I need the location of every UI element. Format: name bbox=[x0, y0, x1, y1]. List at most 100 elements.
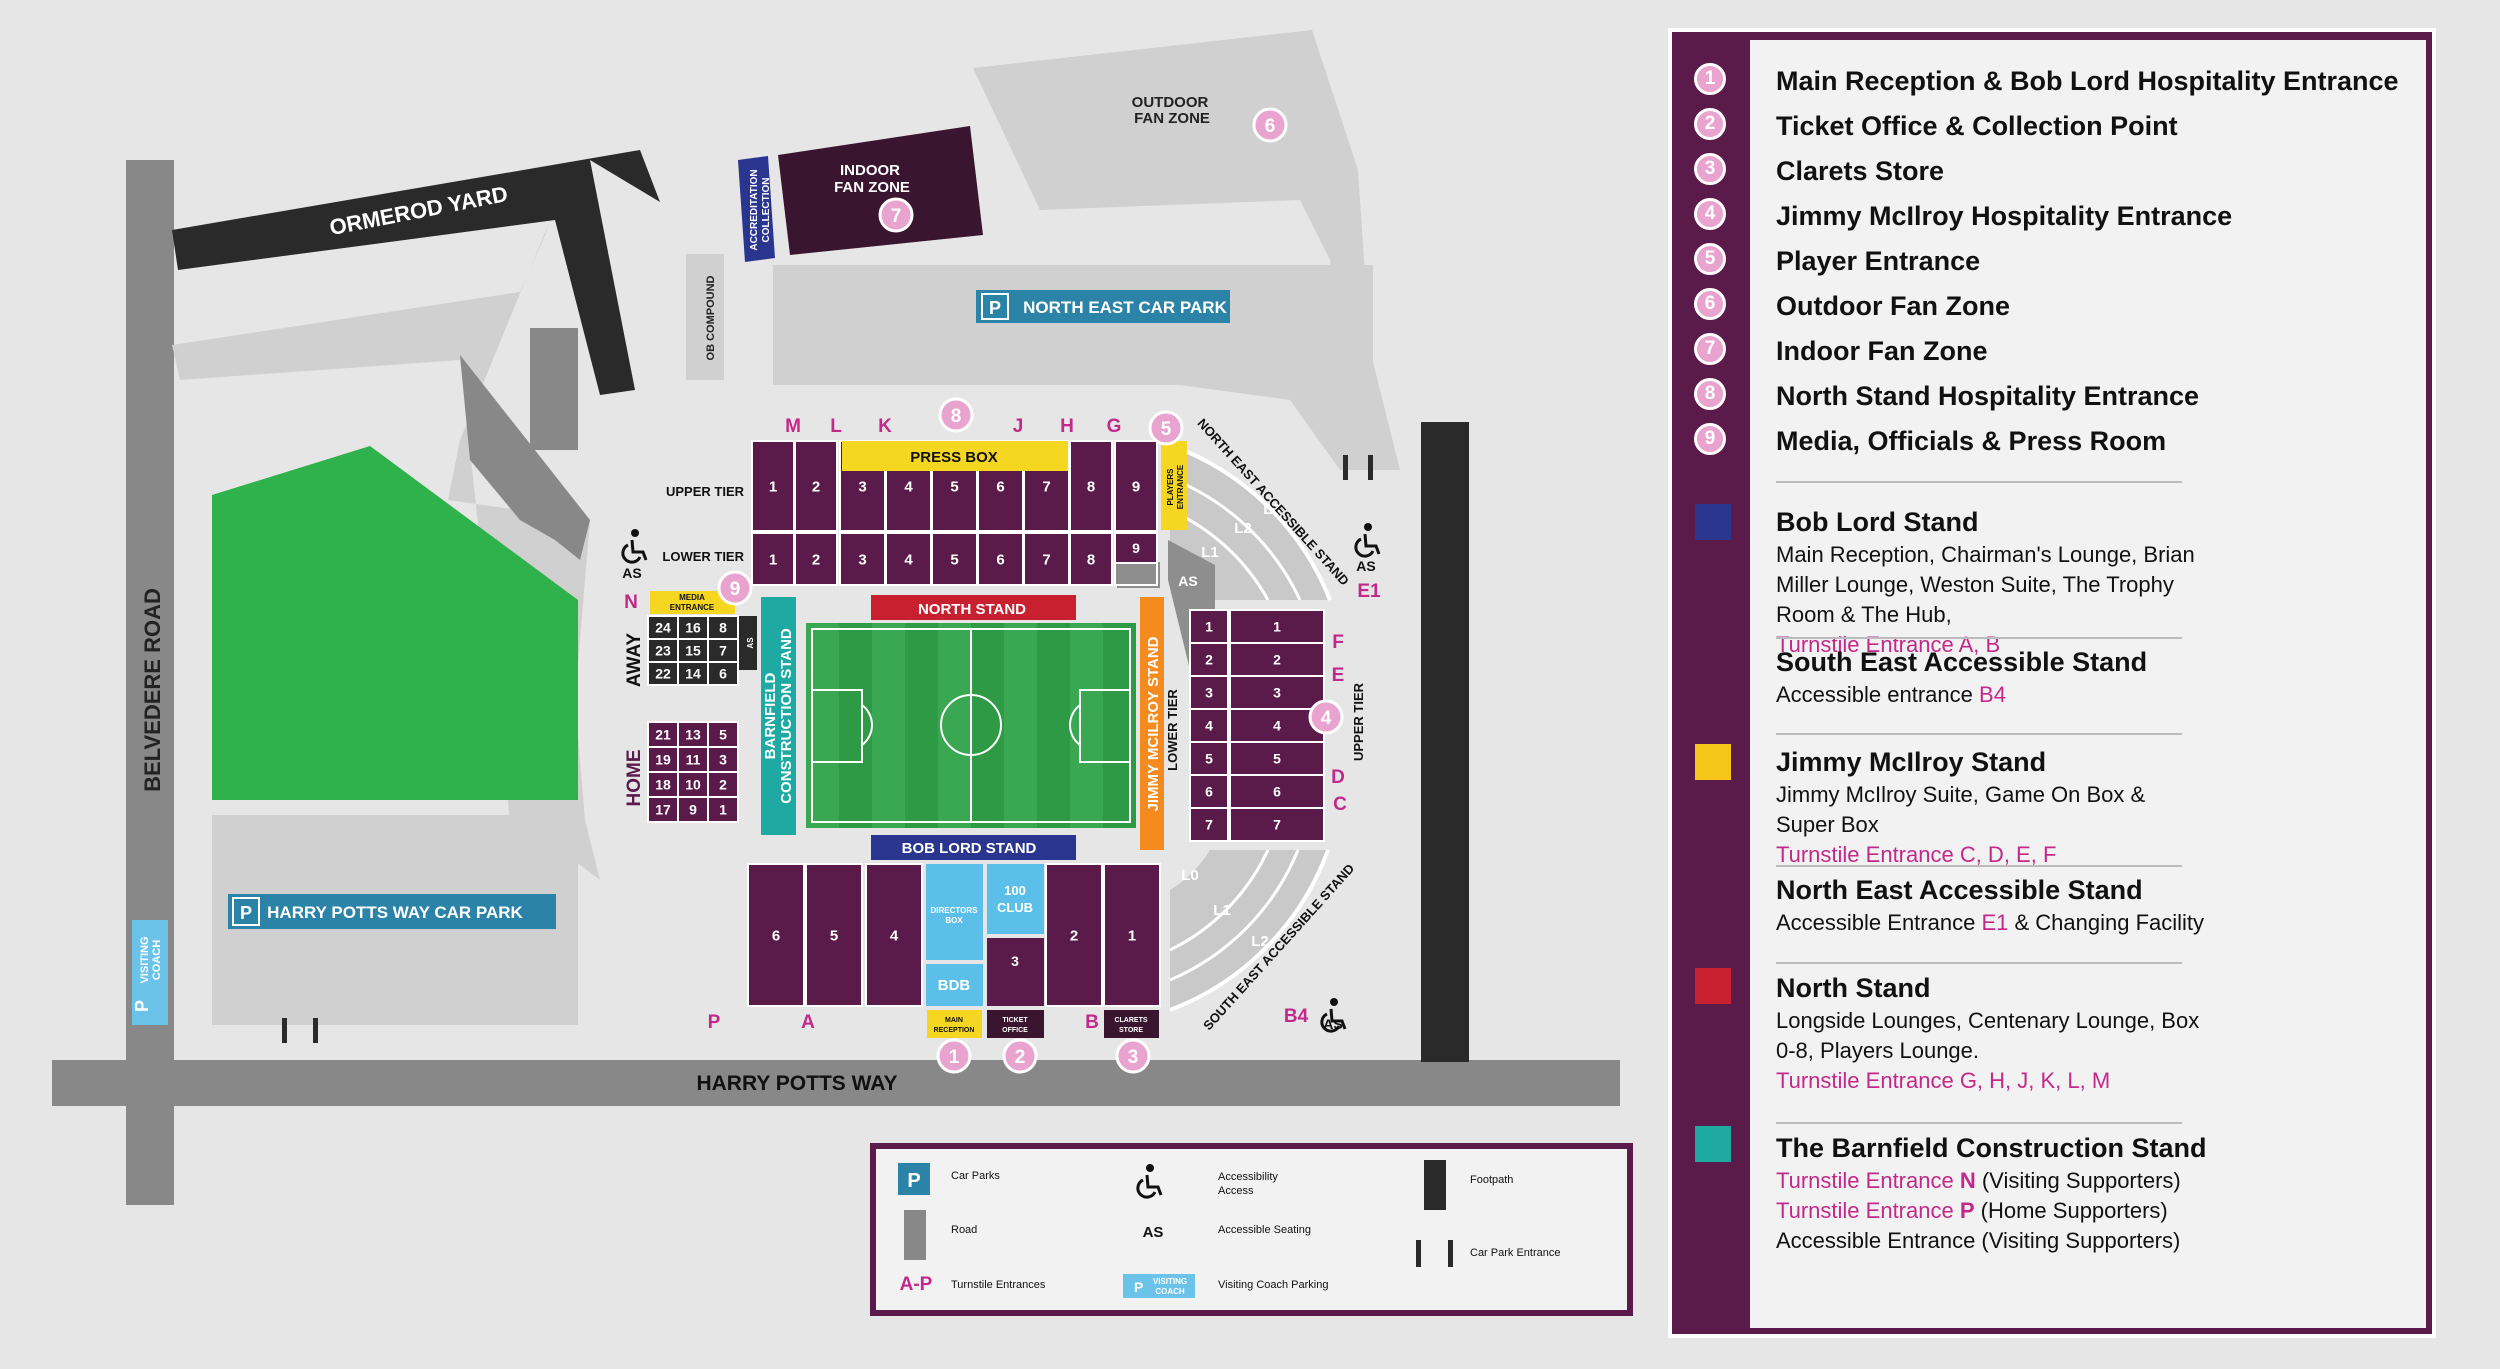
svg-text:1: 1 bbox=[719, 802, 727, 818]
barnfield-construction-stand bbox=[761, 597, 796, 835]
ob-compound bbox=[686, 254, 724, 380]
road-key-icon bbox=[904, 1210, 926, 1260]
mcilroy-lower-block bbox=[1189, 807, 1229, 842]
upper-tier-label: UPPER TIER bbox=[666, 484, 745, 499]
svg-text:CLUB: CLUB bbox=[997, 900, 1033, 915]
svg-text:ENTRANCE: ENTRANCE bbox=[1176, 464, 1185, 509]
svg-text:4: 4 bbox=[904, 551, 913, 568]
bob-lord-stand bbox=[871, 835, 1076, 860]
turnstile-letter: E1 bbox=[1357, 581, 1381, 602]
svg-text:Accessibility: Accessibility bbox=[1218, 1171, 1278, 1183]
turnstile-letter: B4 bbox=[1284, 1006, 1309, 1027]
legend-item-8: North Stand Hospitality Entrance bbox=[1776, 381, 2200, 411]
svg-text:1: 1 bbox=[769, 551, 777, 568]
svg-text:P: P bbox=[132, 1000, 152, 1012]
svg-text:9: 9 bbox=[730, 579, 741, 600]
north-east-car-park-label: NORTH EAST CAR PARK bbox=[1023, 298, 1227, 317]
mcilroy-upper-block bbox=[1229, 609, 1325, 644]
parking-icon bbox=[232, 897, 260, 926]
north-lower-block bbox=[931, 532, 978, 586]
svg-text:Visiting Coach Parking: Visiting Coach Parking bbox=[1218, 1279, 1328, 1291]
lower-tier-label: LOWER TIER bbox=[662, 549, 744, 564]
legend-pin-column: 1 2 3 4 5 6 7 8 9 bbox=[1672, 32, 1750, 1334]
svg-text:7: 7 bbox=[1205, 817, 1213, 833]
svg-text:9: 9 bbox=[1132, 478, 1140, 495]
svg-text:2: 2 bbox=[719, 777, 727, 793]
away-label: AWAY bbox=[624, 633, 645, 688]
harry-potts-way-road bbox=[52, 1060, 1620, 1106]
svg-text:7: 7 bbox=[1042, 478, 1050, 495]
main-reception bbox=[927, 1010, 982, 1038]
svg-text:P: P bbox=[240, 903, 252, 923]
svg-text:PLAYERS: PLAYERS bbox=[1166, 468, 1175, 506]
svg-text:11: 11 bbox=[686, 752, 701, 768]
svg-text:14: 14 bbox=[685, 666, 701, 682]
upper-tier-label-east: UPPER TIER bbox=[1351, 682, 1366, 761]
svg-text:6: 6 bbox=[996, 478, 1004, 495]
legend-north: North Stand Longside Lounges, Centenary … bbox=[1776, 973, 2200, 1093]
pin-1-marker bbox=[936, 1038, 972, 1074]
svg-text:OFFICE: OFFICE bbox=[1002, 1027, 1028, 1034]
pin-5-icon: 5 bbox=[1694, 243, 1726, 275]
grass-area bbox=[212, 446, 578, 800]
svg-text:Footpath: Footpath bbox=[1470, 1174, 1513, 1186]
bob-lord-block bbox=[1103, 863, 1161, 1007]
harry-potts-way-label: HARRY POTTS WAY bbox=[696, 1072, 897, 1095]
bob-lord-block bbox=[1045, 863, 1103, 1007]
svg-text:1: 1 bbox=[1128, 927, 1136, 944]
svg-text:P: P bbox=[989, 298, 1001, 318]
svg-text:COACH: COACH bbox=[151, 940, 163, 980]
legend-content: Main Reception & Bob Lord Hospitality En… bbox=[1750, 40, 2426, 1328]
svg-text:4: 4 bbox=[904, 478, 913, 495]
legend-item-9: Media, Officials & Press Room bbox=[1776, 426, 2167, 456]
turnstile-letter: E bbox=[1332, 665, 1345, 686]
mcilroy-lower-block bbox=[1189, 642, 1229, 677]
mcilroy-lower-block bbox=[1189, 774, 1229, 809]
svg-text:4: 4 bbox=[890, 927, 899, 944]
svg-text:P: P bbox=[907, 1170, 920, 1192]
belvedere-road-label: BELVEDERE ROAD bbox=[140, 588, 165, 792]
svg-text:1: 1 bbox=[1205, 619, 1213, 635]
mcilroy-lower-block bbox=[1189, 675, 1229, 710]
svg-text:CONSTRUCTION STAND: CONSTRUCTION STAND bbox=[778, 628, 795, 804]
legend-item-4: Jimmy McIlroy Hospitality Entrance bbox=[1776, 201, 2233, 231]
belvedere-road bbox=[126, 160, 174, 1205]
svg-text:6: 6 bbox=[772, 927, 780, 944]
svg-text:Turnstile Entrances: Turnstile Entrances bbox=[951, 1279, 1046, 1291]
svg-text:1: 1 bbox=[769, 478, 777, 495]
map-key: P Car Parks Road A-P Turnstile Entrances… bbox=[870, 1143, 1633, 1316]
svg-text:13: 13 bbox=[685, 727, 701, 743]
media-entrance bbox=[650, 591, 735, 614]
svg-text:5: 5 bbox=[1161, 419, 1172, 440]
svg-text:23: 23 bbox=[655, 643, 671, 659]
svg-text:7: 7 bbox=[891, 206, 902, 227]
north-lower-block bbox=[1069, 532, 1113, 586]
accreditation-label-1: ACCREDITATION bbox=[749, 169, 760, 250]
svg-text:100: 100 bbox=[1004, 883, 1026, 898]
svg-text:CLARETS: CLARETS bbox=[1114, 1017, 1147, 1024]
pin-7-marker bbox=[878, 197, 914, 233]
pitch bbox=[806, 623, 1136, 828]
footpath-east bbox=[1421, 422, 1469, 1062]
visiting-coach-parking bbox=[132, 920, 168, 1025]
svg-text:18: 18 bbox=[655, 777, 671, 793]
pin-9-marker bbox=[717, 570, 753, 606]
svg-text:VISITING: VISITING bbox=[139, 936, 151, 983]
svg-text:8: 8 bbox=[1087, 478, 1095, 495]
footpath-key-icon bbox=[1424, 1160, 1446, 1210]
north-stand-label: NORTH STAND bbox=[918, 601, 1026, 618]
svg-text:17: 17 bbox=[655, 802, 671, 818]
pin-8-icon: 8 bbox=[1694, 378, 1726, 410]
svg-text:3: 3 bbox=[858, 551, 866, 568]
svg-text:8: 8 bbox=[1087, 551, 1095, 568]
bob-lord-block bbox=[805, 863, 863, 1007]
svg-text:9: 9 bbox=[689, 802, 697, 818]
legend-panel: 1 2 3 4 5 6 7 8 9 Main Reception & Bob L… bbox=[1668, 28, 2436, 1338]
north-east-car-park-area bbox=[773, 265, 1373, 385]
jimmy-mcilroy-stand-label: JIMMY MCILROY STAND bbox=[1145, 636, 1162, 811]
svg-text:L2: L2 bbox=[1234, 520, 1252, 537]
svg-text:3: 3 bbox=[858, 478, 866, 495]
